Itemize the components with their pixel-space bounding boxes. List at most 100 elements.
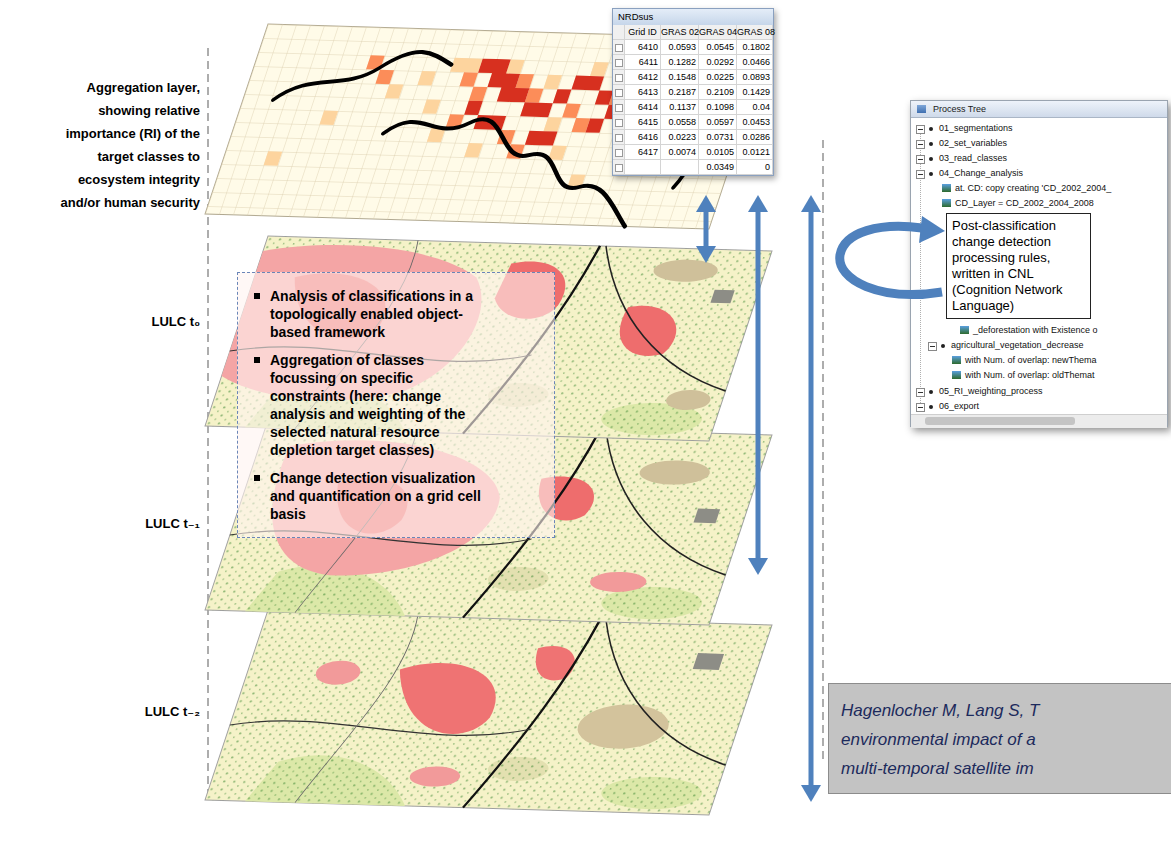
table-cell: 0.0121 <box>737 145 773 160</box>
row-checkbox <box>615 164 623 172</box>
table-value: 0.2187 <box>661 85 698 99</box>
tree-item: with Num. of overlap: newThema <box>965 355 1097 366</box>
table-title: NRDsus <box>618 11 653 23</box>
tree-expander-mark <box>918 129 923 130</box>
table-cell <box>613 70 625 85</box>
row-checkbox <box>615 134 623 142</box>
row-checkbox <box>615 59 623 67</box>
tree-bullet <box>929 127 933 131</box>
layer-name: LULC t₀ <box>30 310 200 333</box>
depletion-area <box>528 646 581 681</box>
tree-expander <box>928 342 937 351</box>
lulc-layer <box>205 610 772 815</box>
high-ri-cells <box>455 59 665 148</box>
double-arrow-shaft <box>809 208 814 789</box>
tree-expander-mark <box>918 407 923 408</box>
layer-name: LULC t₋₂ <box>30 700 200 723</box>
table-value: 6412 <box>625 70 660 84</box>
table-value: 0.0731 <box>699 130 736 144</box>
row-checkbox <box>615 44 623 52</box>
double-arrow-shaft <box>704 208 709 250</box>
table-value: 0.0893 <box>737 70 772 84</box>
tree-expander <box>916 403 925 412</box>
column-header: GRAS 04 <box>699 25 736 39</box>
table-value: 0.1282 <box>661 55 698 69</box>
table-cell: 0.1802 <box>737 40 773 55</box>
tree-expander-mark <box>918 392 923 393</box>
grid-ground <box>205 24 772 229</box>
citation-text: Hagenlocher M, Lang S, T <box>841 696 1161 725</box>
tree-expander-mark <box>918 174 923 175</box>
tree-bullet <box>929 157 933 161</box>
tree-expander <box>916 388 925 397</box>
tree-expander <box>916 155 925 164</box>
table-cell: 6410 <box>625 40 661 55</box>
arrowhead <box>696 195 716 212</box>
table-cell: 0.0466 <box>737 55 773 70</box>
tree-bullet <box>929 390 933 394</box>
table-header-cell: GRAS 02 <box>661 25 699 40</box>
tree-item: 05_RI_weighting_process <box>939 386 1043 397</box>
table-cell: 0.1548 <box>661 70 699 85</box>
table-value: 0.0545 <box>699 40 736 54</box>
note-box: Analysis of classifications in a topolog… <box>237 272 555 538</box>
table-value: 0.0105 <box>699 145 736 159</box>
table-cell: 0.0223 <box>661 130 699 145</box>
row-checkbox <box>615 104 623 112</box>
table-value: 0.0466 <box>737 55 772 69</box>
tree-guide-line <box>920 125 921 407</box>
table-cell: 0.0105 <box>699 145 737 160</box>
table-cell: 0.0286 <box>737 130 773 145</box>
arrowhead <box>801 785 821 802</box>
column-header: Grid ID <box>625 25 660 39</box>
bullet-text: Aggregation of classes focussing on spec… <box>270 351 482 459</box>
bullet-text: Analysis of classifications in a topolog… <box>270 287 482 341</box>
table-cell: 6416 <box>625 130 661 145</box>
bullet-square <box>254 475 260 481</box>
table-window: NRDsusGrid IDGRAS 02GRAS 04GRAS 0864100.… <box>612 8 774 176</box>
settlement-patch <box>693 509 720 524</box>
rule-icon <box>960 326 969 334</box>
arrowhead <box>748 558 768 575</box>
row-checkbox <box>615 119 623 127</box>
table-value: 0.0597 <box>699 115 736 129</box>
river-line <box>355 116 659 226</box>
table-value: 0.0349 <box>699 160 736 174</box>
table-cell: 0.2109 <box>699 85 737 100</box>
bullet-item: Aggregation of classes focussing on spec… <box>252 351 482 459</box>
tree-expander <box>916 140 925 149</box>
depletion-area <box>312 660 364 685</box>
tree-bullet <box>929 172 933 176</box>
table-cell <box>613 40 625 55</box>
table-cell <box>613 85 625 100</box>
table-value: 0.0286 <box>737 130 772 144</box>
bullet-item: Change detection visualization and quant… <box>252 469 482 523</box>
tree-item: 03_read_classes <box>939 153 1007 164</box>
tree-item: with Num. of overlap: oldThemat <box>965 370 1095 381</box>
table-cell: 0.0349 <box>699 160 737 175</box>
row-checkbox <box>615 74 623 82</box>
dashed-guide <box>822 140 823 760</box>
depletion-area <box>407 766 464 787</box>
tree-expander-mark <box>918 144 923 145</box>
column-header: GRAS 02 <box>661 25 698 39</box>
table-cell: 0.0597 <box>699 115 737 130</box>
table-cell: 0.0074 <box>661 145 699 160</box>
tree-expander <box>916 125 925 134</box>
aggregation-layer <box>205 24 772 229</box>
table-value: 6410 <box>625 40 660 54</box>
table-cell: 0.1137 <box>661 100 699 115</box>
window-icon <box>917 105 926 113</box>
table-cell: 0.04 <box>737 100 773 115</box>
tree-item: agricultural_vegetation_decrease <box>951 340 1084 351</box>
table-value: 0.0223 <box>661 130 698 144</box>
table-value: 6414 <box>625 100 660 114</box>
table-cell: 6412 <box>625 70 661 85</box>
table-cell <box>613 130 625 145</box>
table-cell <box>613 160 625 175</box>
bullet-square <box>254 357 260 363</box>
table-value: 0 <box>737 160 772 174</box>
table-cell: 0.2187 <box>661 85 699 100</box>
table-value: 0.0292 <box>699 55 736 69</box>
